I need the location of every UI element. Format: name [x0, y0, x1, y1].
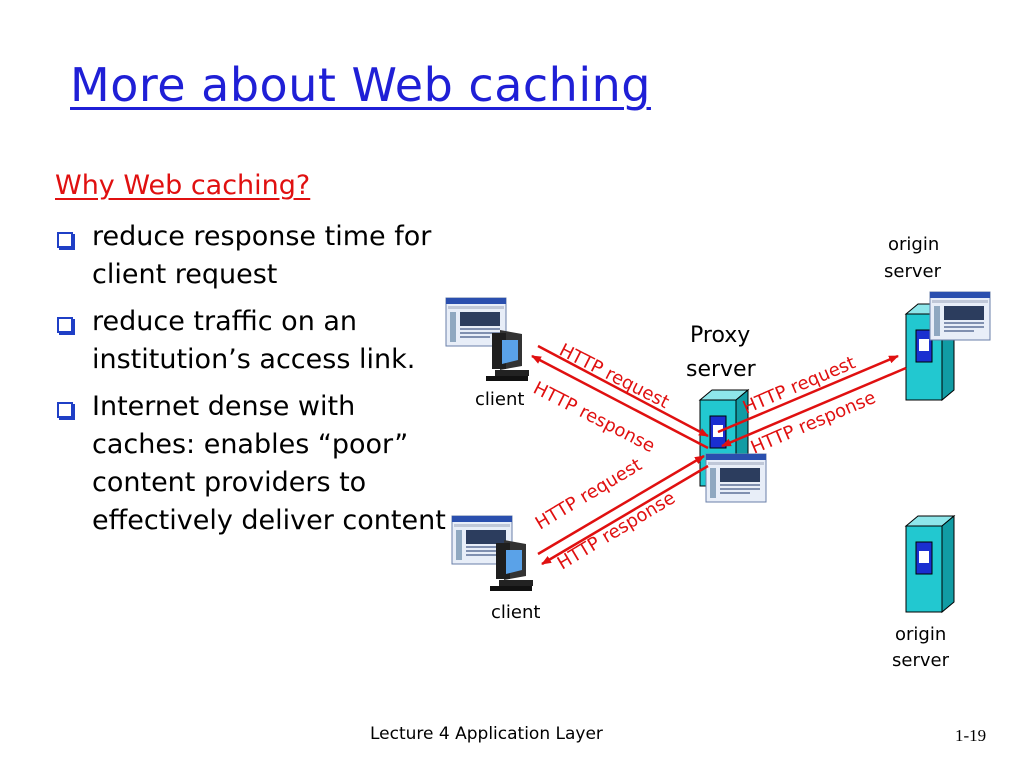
- bullet-list: reduce response time for client request …: [55, 218, 455, 549]
- page-number: 1-19: [955, 726, 987, 745]
- arrow-response-client1: [531, 354, 709, 450]
- proxy-label-line1: Proxy: [690, 323, 750, 348]
- pc-monitor-icon: [486, 330, 529, 381]
- browser-window-icon: [929, 291, 991, 341]
- bullet-text: reduce response time for client request: [92, 221, 432, 290]
- client-label: client: [491, 602, 540, 623]
- origin-label-line1: origin: [888, 234, 939, 255]
- client-label: client: [475, 389, 524, 410]
- section-heading: Why Web caching?: [55, 170, 311, 201]
- proxy-label-line2: server: [686, 357, 757, 382]
- browser-window-icon: [705, 453, 767, 503]
- bullet-text: Internet dense with caches: enables “poo…: [92, 391, 446, 536]
- bullet-square-icon: [57, 402, 73, 418]
- origin-server-bottom: origin server: [892, 515, 955, 671]
- pc-monitor-icon: [490, 540, 533, 591]
- origin-label-line1: origin: [895, 624, 946, 645]
- arrow-request-client1: [537, 344, 709, 438]
- arrow-response-origin: [721, 366, 907, 448]
- bullet-square-icon: [57, 317, 73, 333]
- arrow-request-client2: [537, 454, 705, 556]
- bullet-text: reduce traffic on an institution’s acces…: [92, 306, 416, 375]
- bullet-item: Internet dense with caches: enables “poo…: [55, 388, 455, 540]
- arrow-request-origin: [717, 354, 899, 434]
- slide-title: More about Web caching: [70, 58, 651, 112]
- web-caching-diagram: client client Proxy server origin server…: [445, 234, 991, 671]
- arrow-response-client2: [541, 464, 709, 566]
- slide-footer: Lecture 4 Application Layer: [370, 724, 603, 744]
- origin-label-line2: server: [892, 650, 950, 671]
- server-tower-icon: [905, 515, 955, 613]
- proxy-server: Proxy server: [686, 323, 767, 503]
- origin-label-line2: server: [884, 261, 942, 282]
- client-bottom: client: [451, 515, 540, 623]
- bullet-item: reduce response time for client request: [55, 218, 455, 294]
- bullet-square-icon: [57, 232, 73, 248]
- client-top: client: [445, 297, 529, 410]
- bullet-item: reduce traffic on an institution’s acces…: [55, 303, 455, 379]
- origin-server-top: origin server: [884, 234, 991, 401]
